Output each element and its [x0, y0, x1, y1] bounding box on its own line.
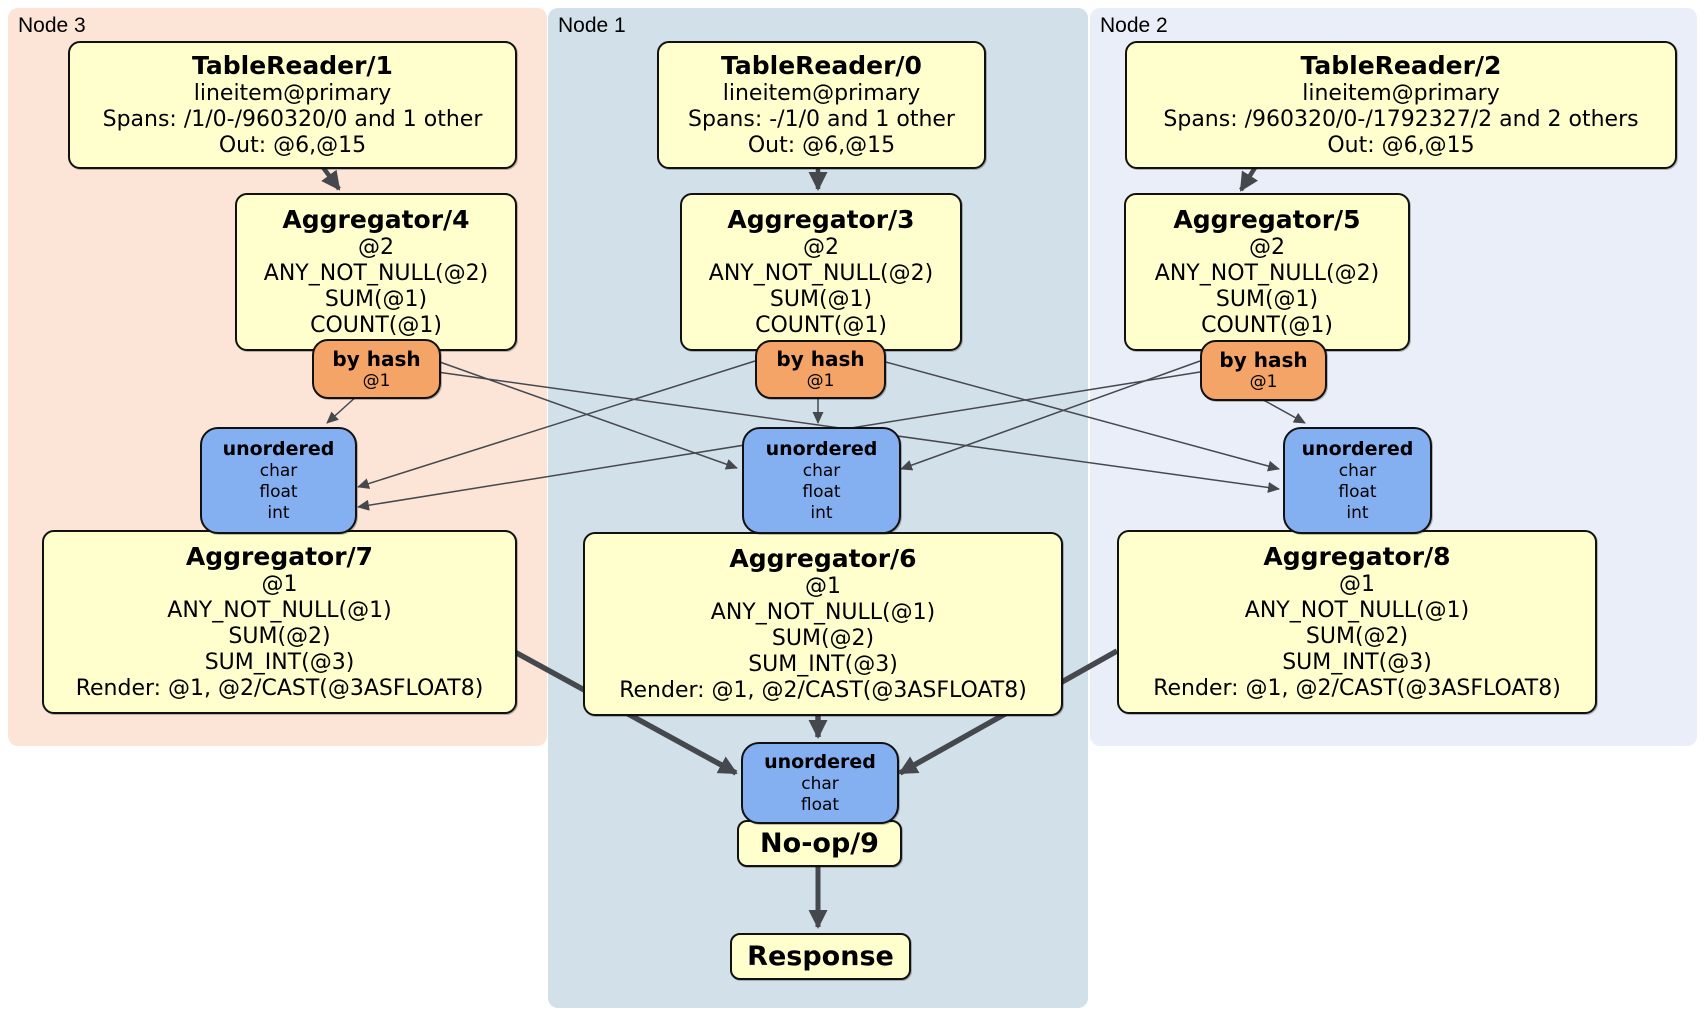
processor-aggregator-5: Aggregator/5 @2 ANY_NOT_NULL(@2) SUM(@1)… — [1124, 193, 1410, 351]
processor-line: @1 — [261, 572, 298, 597]
region-label: Node 3 — [18, 14, 86, 37]
sync-column: char — [259, 460, 298, 481]
sync-column: float — [800, 794, 840, 815]
processor-aggregator-3: Aggregator/3 @2 ANY_NOT_NULL(@2) SUM(@1)… — [680, 193, 962, 351]
processor-tablereader-1: TableReader/1 lineitem@primary Spans: /1… — [68, 41, 517, 169]
router-key: @1 — [1249, 372, 1278, 392]
processor-line: Out: @6,@15 — [218, 133, 367, 158]
processor-line: Render: @1, @2/CAST(@3ASFLOAT8) — [1153, 676, 1561, 701]
processor-title: TableReader/1 — [192, 51, 393, 80]
router-title: by hash — [1219, 348, 1308, 372]
router-by-hash-node2: by hash @1 — [1200, 340, 1327, 401]
sync-title: unordered — [765, 437, 878, 460]
processor-line: SUM(@2) — [1305, 624, 1409, 649]
processor-title: TableReader/2 — [1300, 51, 1502, 80]
sync-column: int — [267, 502, 290, 523]
processor-line: SUM(@2) — [228, 624, 331, 649]
sync-column: char — [801, 773, 839, 794]
processor-title: Aggregator/8 — [1263, 542, 1451, 571]
processor-line: SUM(@1) — [769, 287, 873, 312]
sync-column: int — [1346, 502, 1369, 523]
processor-line: SUM(@1) — [324, 287, 428, 312]
sync-column: char — [802, 460, 841, 481]
processor-line: Spans: /1/0-/960320/0 and 1 other — [102, 107, 483, 132]
sync-column: float — [802, 481, 841, 502]
processor-noop-9: No-op/9 — [737, 820, 902, 867]
sync-title: unordered — [222, 437, 335, 460]
processor-line: Render: @1, @2/CAST(@3ASFLOAT8) — [619, 678, 1027, 703]
processor-line: SUM_INT(@3) — [204, 650, 355, 675]
router-key: @1 — [362, 370, 391, 391]
processor-line: ANY_NOT_NULL(@2) — [708, 261, 934, 286]
processor-line: SUM_INT(@3) — [748, 652, 898, 677]
processor-aggregator-6: Aggregator/6 @1 ANY_NOT_NULL(@1) SUM(@2)… — [583, 532, 1063, 716]
processor-line: Out: @6,@15 — [1327, 133, 1475, 158]
processor-title: Aggregator/5 — [1173, 205, 1361, 234]
processor-line: COUNT(@1) — [1201, 313, 1333, 338]
sync-unordered-final: unordered char float — [741, 742, 899, 824]
processor-line: @2 — [358, 235, 394, 260]
processor-aggregator-7: Aggregator/7 @1 ANY_NOT_NULL(@1) SUM(@2)… — [42, 530, 517, 714]
processor-title: Aggregator/7 — [185, 542, 374, 571]
processor-tablereader-2: TableReader/2 lineitem@primary Spans: /9… — [1125, 41, 1677, 169]
router-key: @1 — [806, 371, 835, 391]
sync-column: float — [1338, 481, 1377, 502]
processor-line: Spans: /960320/0-/1792327/2 and 2 others — [1163, 107, 1639, 132]
processor-title: TableReader/0 — [721, 51, 922, 80]
processor-line: SUM(@1) — [1215, 287, 1319, 312]
processor-line: @1 — [805, 574, 841, 599]
processor-line: COUNT(@1) — [755, 313, 887, 338]
sync-column: float — [259, 481, 298, 502]
sync-unordered-node1: unordered char float int — [742, 427, 901, 534]
processor-response: Response — [730, 933, 911, 980]
processor-line: @1 — [1339, 572, 1375, 597]
processor-tablereader-0: TableReader/0 lineitem@primary Spans: -/… — [657, 41, 986, 169]
processor-line: ANY_NOT_NULL(@1) — [1244, 598, 1470, 623]
processor-line: @2 — [1249, 235, 1285, 260]
region-label: Node 2 — [1100, 14, 1168, 37]
processor-line: lineitem@primary — [193, 81, 392, 106]
processor-title: Aggregator/4 — [282, 205, 470, 234]
processor-line: COUNT(@1) — [310, 313, 442, 338]
processor-title: Aggregator/3 — [727, 205, 915, 234]
sync-column: char — [1338, 460, 1377, 481]
router-title: by hash — [776, 347, 865, 371]
processor-line: ANY_NOT_NULL(@2) — [1154, 261, 1380, 286]
sync-title: unordered — [1301, 437, 1414, 460]
processor-line: ANY_NOT_NULL(@1) — [167, 598, 392, 623]
sync-unordered-node3: unordered char float int — [200, 427, 357, 534]
processor-line: Out: @6,@15 — [747, 133, 896, 158]
router-by-hash-node1: by hash @1 — [755, 340, 886, 399]
processor-title: Response — [747, 940, 894, 972]
processor-line: lineitem@primary — [1302, 81, 1500, 106]
processor-aggregator-8: Aggregator/8 @1 ANY_NOT_NULL(@1) SUM(@2)… — [1117, 530, 1597, 714]
processor-title: Aggregator/6 — [729, 544, 917, 573]
sync-unordered-node2: unordered char float int — [1283, 427, 1432, 534]
region-label: Node 1 — [558, 14, 626, 37]
router-title: by hash — [332, 346, 421, 371]
processor-line: SUM_INT(@3) — [1282, 650, 1432, 675]
processor-line: ANY_NOT_NULL(@2) — [263, 261, 489, 286]
sync-title: unordered — [764, 750, 876, 773]
processor-line: @2 — [803, 235, 839, 260]
processor-title: No-op/9 — [760, 827, 879, 859]
processor-line: Render: @1, @2/CAST(@3ASFLOAT8) — [75, 676, 484, 701]
processor-line: SUM(@2) — [771, 626, 875, 651]
router-by-hash-node3: by hash @1 — [312, 339, 441, 399]
processor-line: lineitem@primary — [722, 81, 921, 106]
processor-line: ANY_NOT_NULL(@1) — [710, 600, 936, 625]
sync-column: int — [810, 502, 833, 523]
processor-aggregator-4: Aggregator/4 @2 ANY_NOT_NULL(@2) SUM(@1)… — [235, 193, 517, 351]
processor-line: Spans: -/1/0 and 1 other — [688, 107, 955, 132]
